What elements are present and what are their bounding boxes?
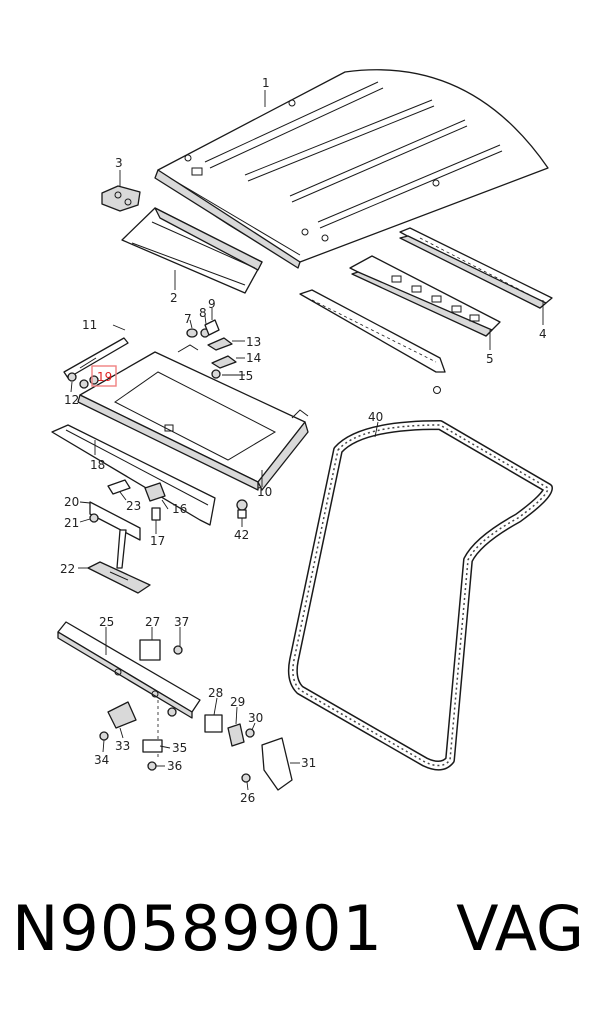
callout-42[interactable]: 42 — [234, 528, 249, 542]
callout-25[interactable]: 25 — [99, 615, 114, 629]
middle-bow-part-5 — [349, 255, 501, 337]
callout-10[interactable]: 10 — [257, 485, 272, 499]
callout-31[interactable]: 31 — [301, 756, 316, 770]
callout-1[interactable]: 1 — [262, 76, 270, 90]
callout-21[interactable]: 21 — [64, 516, 79, 530]
tray-part-10 — [77, 344, 309, 491]
seal-part-40 — [287, 420, 553, 771]
callout-20[interactable]: 20 — [64, 495, 79, 509]
callout-26[interactable]: 26 — [240, 791, 255, 805]
brand-label: VAG — [456, 892, 584, 965]
callout-labels: 1 2 3 4 5 7 8 9 10 11 12 13 14 15 16 17 … — [60, 76, 547, 805]
strip-part-22 — [87, 561, 151, 594]
callout-14[interactable]: 14 — [246, 351, 261, 365]
rear-bow-part-4 — [399, 227, 553, 309]
callout-19[interactable]: 19 — [97, 370, 112, 384]
callout-11[interactable]: 11 — [82, 318, 97, 332]
crossmember-part-25 — [57, 621, 201, 760]
side-rail — [299, 289, 446, 394]
callout-16[interactable]: 16 — [172, 502, 187, 516]
callout-7[interactable]: 7 — [184, 312, 192, 326]
callout-33[interactable]: 33 — [115, 739, 130, 753]
callout-3[interactable]: 3 — [115, 156, 123, 170]
hardware-group-upper — [186, 319, 237, 379]
roof-panel — [154, 69, 549, 269]
lower-frame-part-18 — [51, 424, 216, 526]
callout-5[interactable]: 5 — [486, 352, 494, 366]
callout-18[interactable]: 18 — [90, 458, 105, 472]
callout-4[interactable]: 4 — [539, 327, 547, 341]
callout-22[interactable]: 22 — [60, 562, 75, 576]
footer: N90589901 VAG — [0, 880, 600, 1000]
callout-8[interactable]: 8 — [199, 306, 207, 320]
part-number-label: N90589901 — [12, 892, 383, 965]
callout-2[interactable]: 2 — [170, 291, 178, 305]
callout-23[interactable]: 23 — [126, 499, 141, 513]
callout-35[interactable]: 35 — [172, 741, 187, 755]
callout-29[interactable]: 29 — [230, 695, 245, 709]
highlight-box — [91, 365, 117, 387]
callout-15[interactable]: 15 — [238, 369, 253, 383]
callout-13[interactable]: 13 — [246, 335, 261, 349]
callout-12[interactable]: 12 — [64, 393, 79, 407]
callout-34[interactable]: 34 — [94, 753, 109, 767]
callout-27[interactable]: 27 — [145, 615, 160, 629]
bracket-part-3 — [101, 185, 141, 212]
callout-37[interactable]: 37 — [174, 615, 189, 629]
callout-36[interactable]: 36 — [167, 759, 182, 773]
callout-30[interactable]: 30 — [248, 711, 263, 725]
parts-diagram: 1 2 3 4 5 7 8 9 10 11 12 13 14 15 16 17 … — [51, 69, 553, 805]
callout-17[interactable]: 17 — [150, 534, 165, 548]
front-header-channel — [121, 207, 263, 294]
leader-lines — [70, 90, 544, 791]
hardware-group-middle — [89, 479, 248, 569]
callout-40[interactable]: 40 — [368, 410, 383, 424]
callout-28[interactable]: 28 — [208, 686, 223, 700]
callout-9[interactable]: 9 — [208, 297, 216, 311]
